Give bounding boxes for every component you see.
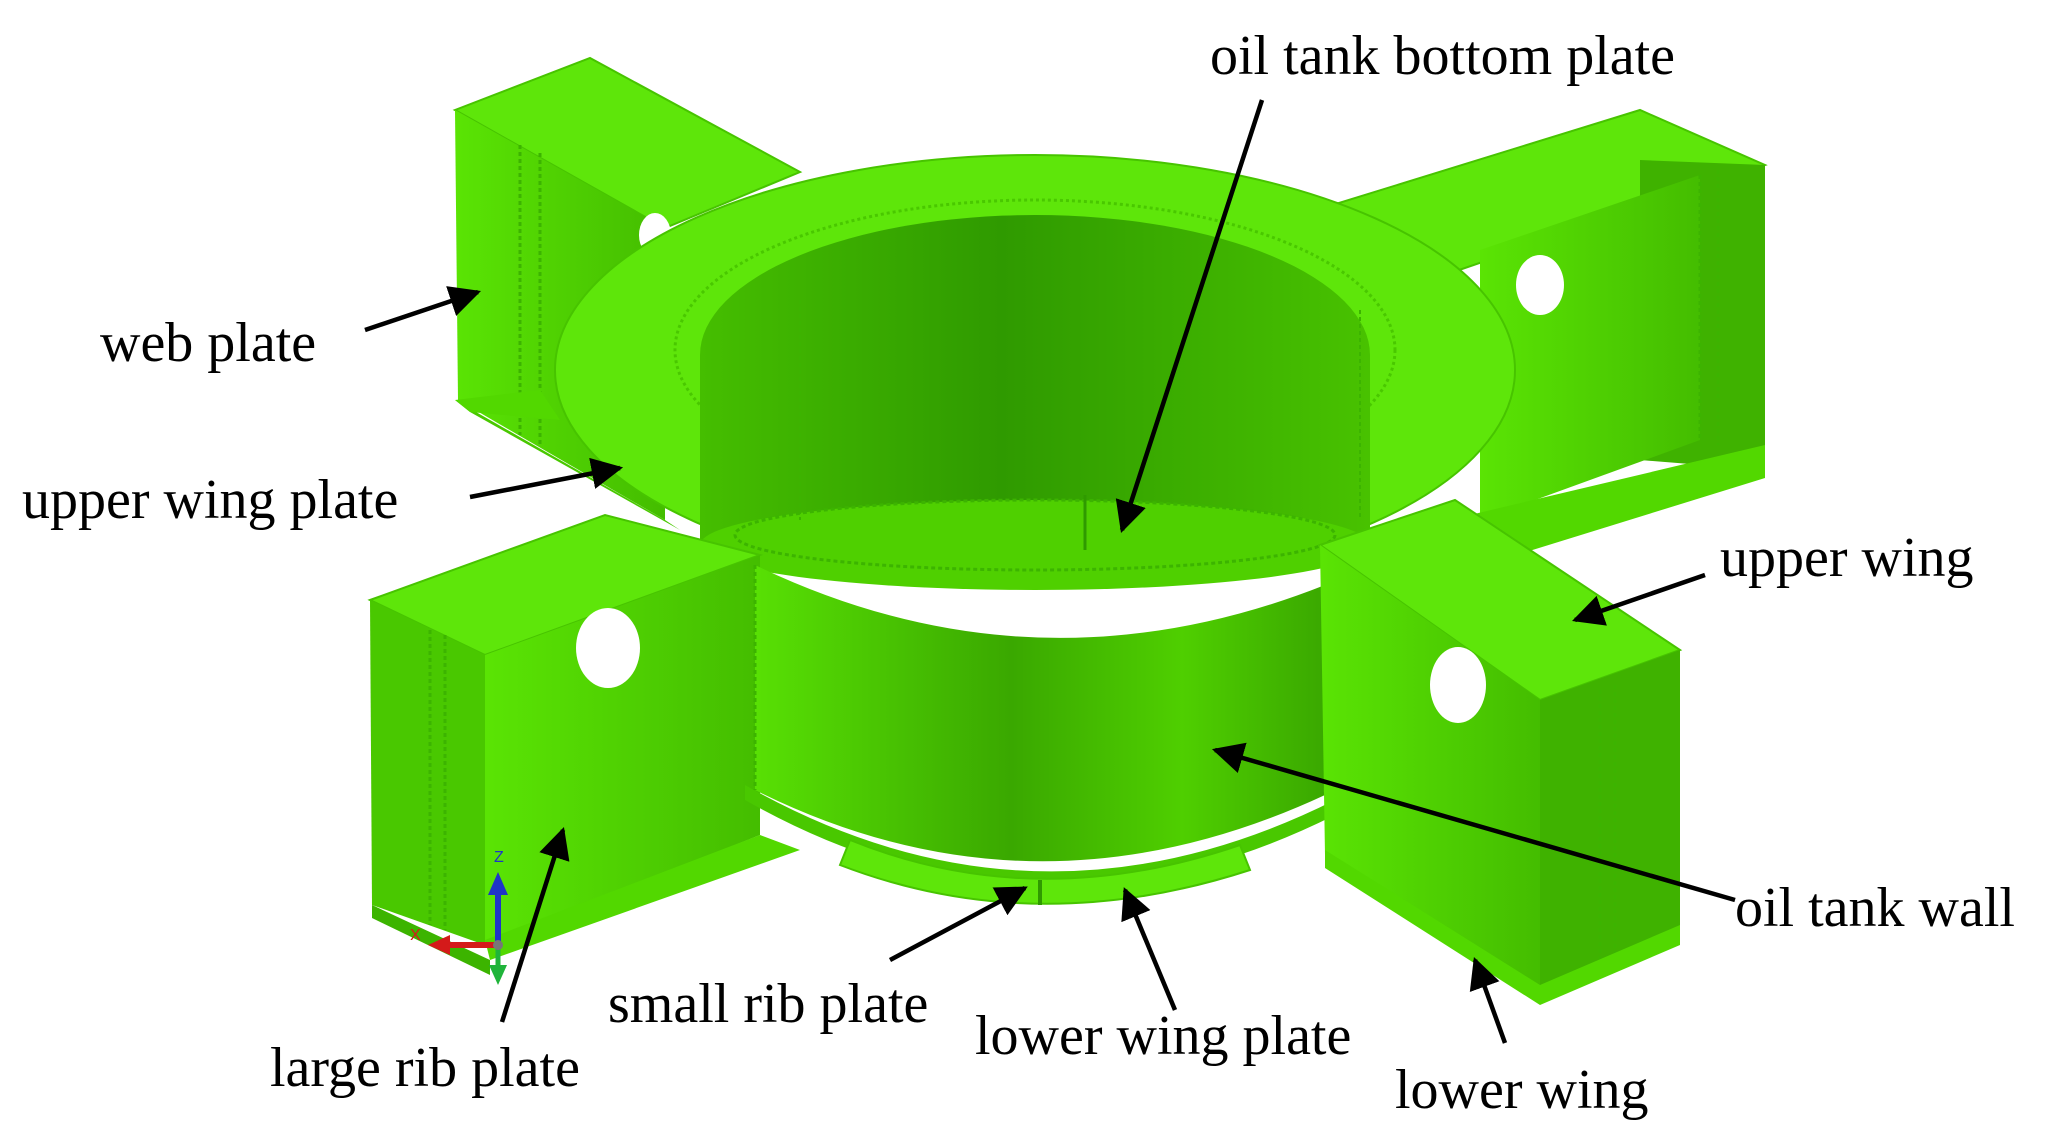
oil-tank-wall [745, 565, 1335, 905]
label-small-rib-plate: small rib plate [608, 973, 929, 1035]
arrow-upper-wing-plate [469, 457, 624, 500]
arrow-small-rib-plate [888, 886, 1028, 962]
arrow-oil-tank-wall [1211, 742, 1736, 903]
front-right-arm [1317, 498, 1683, 1005]
arrow-oil-tank-bottom-plate [1115, 99, 1265, 533]
label-upper-wing: upper wing [1720, 527, 1974, 589]
front-left-arm [367, 513, 800, 975]
arrow-lower-wing [1469, 957, 1508, 1044]
label-large-rib-plate: large rib plate [270, 1037, 580, 1099]
leader-arrows [364, 99, 1736, 1044]
label-oil-tank-bottom-plate: oil tank bottom plate [1210, 25, 1676, 87]
label-lower-wing: lower wing [1395, 1059, 1649, 1121]
label-oil-tank-wall: oil tank wall [1735, 877, 2015, 939]
coordinate-triad [428, 872, 508, 985]
triad-z-letter: Z [494, 849, 504, 866]
triad-x-letter: X [410, 927, 421, 944]
label-upper-wing-plate: upper wing plate [22, 469, 399, 531]
arrow-large-rib-plate [499, 826, 570, 1023]
arrow-web-plate [364, 286, 481, 333]
arrow-upper-wing [1572, 572, 1706, 626]
label-web-plate: web plate [100, 312, 317, 374]
arrow-lower-wing-plate [1121, 887, 1178, 1011]
back-right-arm [1297, 108, 1768, 560]
ring-body [554, 154, 1516, 590]
label-lower-wing-plate: lower wing plate [975, 1005, 1352, 1067]
